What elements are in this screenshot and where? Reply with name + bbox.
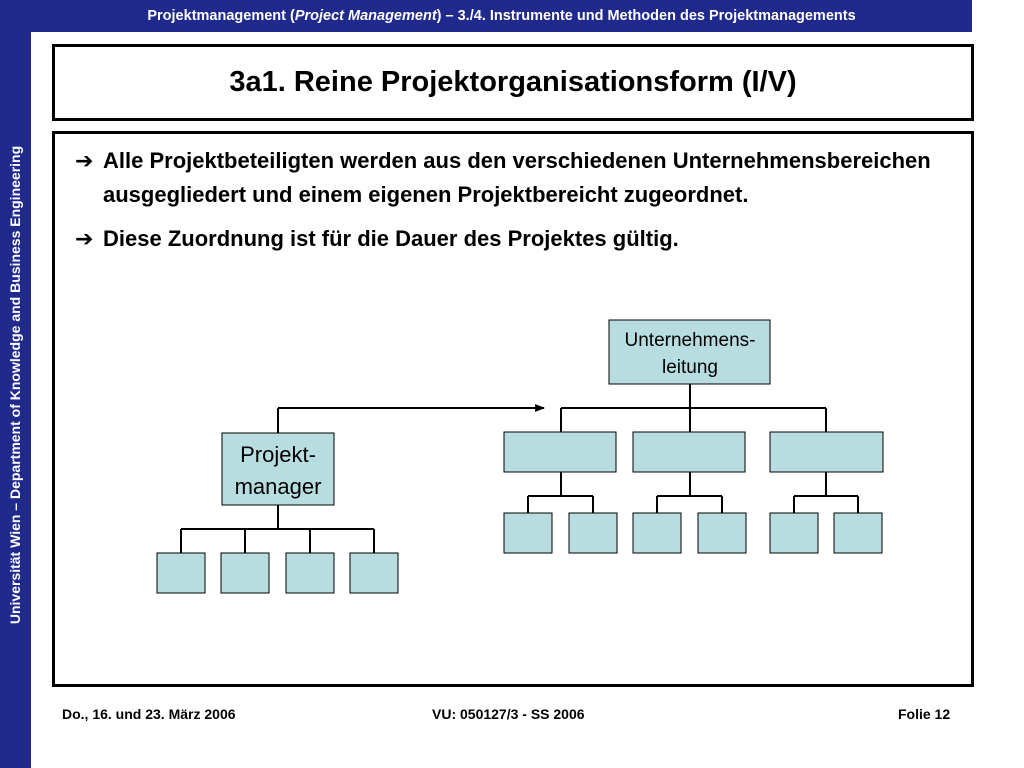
- top-node-label-1: Unternehmens-: [625, 330, 756, 351]
- department-box: [632, 431, 746, 473]
- box-projektmanager: [221, 432, 335, 506]
- org-boxes: [156, 319, 884, 594]
- unit-box: [697, 512, 747, 554]
- top-node-label-2: leitung: [662, 357, 718, 378]
- project-member-box: [285, 552, 335, 594]
- bullet-item: ➔ Alle Projektbeteiligten werden aus den…: [75, 144, 955, 212]
- slide-title: 3a1. Reine Projektorganisationsform (I/V…: [229, 66, 797, 98]
- pm-node-label-1: Projekt-: [240, 442, 316, 467]
- connector-lines: [180, 384, 859, 553]
- arrow-right-icon: ➔: [75, 226, 94, 251]
- bullet-list: ➔ Alle Projektbeteiligten werden aus den…: [75, 144, 955, 266]
- footer-date: Do., 16. und 23. März 2006: [62, 706, 236, 722]
- sidebar-band: Universität Wien – Department of Knowled…: [0, 0, 31, 768]
- header-prefix: Projektmanagement (: [147, 8, 295, 24]
- bullet-text: Alle Projektbeteiligten werden aus den v…: [103, 148, 931, 207]
- bullet-text: Diese Zuordnung ist für die Dauer des Pr…: [103, 226, 679, 251]
- box-unternehmensleitung: [608, 319, 771, 385]
- unit-box: [769, 512, 819, 554]
- unit-box: [568, 512, 618, 554]
- department-box: [503, 431, 617, 473]
- unit-box: [503, 512, 553, 554]
- pm-node-label-2: manager: [235, 474, 322, 499]
- unit-box: [632, 512, 682, 554]
- project-member-box: [349, 552, 399, 594]
- arrow-right-icon: ➔: [75, 148, 94, 173]
- header-bar: Projektmanagement (Project Management) –…: [31, 0, 972, 32]
- project-member-box: [156, 552, 206, 594]
- unit-box: [833, 512, 883, 554]
- bullet-item: ➔ Diese Zuordnung ist für die Dauer des …: [75, 222, 955, 256]
- footer-slide-number: Folie 12: [898, 706, 951, 722]
- title-box: 3a1. Reine Projektorganisationsform (I/V…: [52, 44, 974, 121]
- footer-course: VU: 050127/3 - SS 2006: [432, 706, 585, 722]
- project-member-box: [220, 552, 270, 594]
- header-italic: Project Management: [294, 8, 437, 24]
- department-box: [769, 431, 884, 473]
- header-suffix: ) – 3./4. Instrumente und Methoden des P…: [436, 8, 856, 24]
